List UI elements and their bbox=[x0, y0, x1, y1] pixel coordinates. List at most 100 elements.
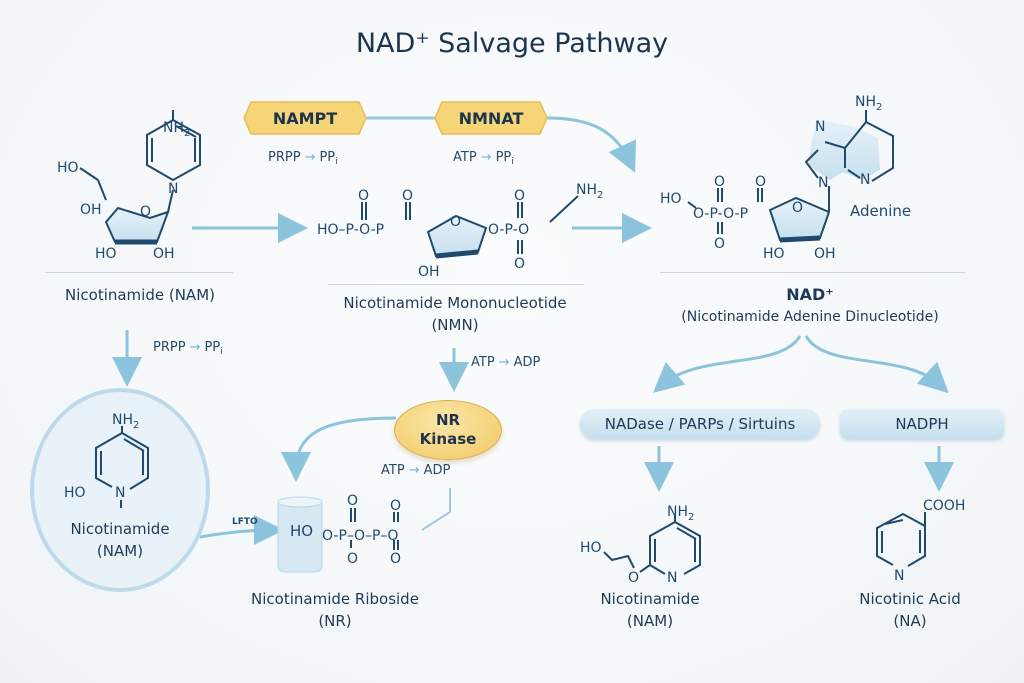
nam-top-label: Nicotinamide (NAM) bbox=[65, 286, 215, 304]
atom-o: O bbox=[390, 551, 401, 567]
nam-bottom-label: Nicotinamide (NAM) bbox=[570, 588, 730, 632]
enzyme-nampt[interactable]: NAMPT bbox=[243, 101, 367, 135]
nad-structure bbox=[687, 110, 894, 243]
atom-n: N bbox=[818, 175, 828, 191]
reactant: ATP bbox=[453, 150, 477, 165]
nad-chain: O-P-O-P bbox=[693, 206, 748, 222]
pill-label: NADase / PARPs / Sirtuins bbox=[604, 415, 796, 433]
atom-cooh: COOH bbox=[923, 498, 965, 514]
nadph-box[interactable]: NADPH bbox=[840, 409, 1004, 439]
atom-ho: HO bbox=[57, 160, 79, 176]
nr-chain: O-P–O–P–O bbox=[322, 528, 398, 544]
nam-top-nh2: NH2 bbox=[163, 120, 190, 139]
atom-ho: HO bbox=[64, 485, 86, 501]
product: PP bbox=[204, 340, 221, 355]
nr-abbrev: (NR) bbox=[318, 612, 352, 630]
atom-o: O bbox=[358, 188, 369, 204]
atom-o: O bbox=[402, 188, 413, 204]
atom-n: N bbox=[115, 485, 125, 501]
nmn-chain-1: HO–P-O-P bbox=[317, 222, 384, 238]
nr-kinase-reaction: ATP→ADP bbox=[381, 463, 450, 478]
atom-n: N bbox=[815, 119, 825, 135]
atom-o: O bbox=[347, 493, 358, 509]
atom-ho: HO bbox=[763, 246, 785, 262]
nr-side-label: LFTO bbox=[232, 517, 258, 527]
subscript: i bbox=[335, 157, 338, 167]
atom-n: N bbox=[168, 181, 178, 197]
nr-cylinder-icon bbox=[277, 496, 323, 573]
nmnat-reaction: ATP→PPi bbox=[453, 150, 514, 167]
nmn-structure bbox=[361, 195, 579, 259]
nam-bubble bbox=[30, 388, 210, 592]
nam-abbrev: (NAM) bbox=[96, 542, 144, 560]
reaction-arrow-icon: → bbox=[189, 340, 201, 355]
divider bbox=[660, 272, 965, 273]
enzyme-nmnat[interactable]: NMNAT bbox=[434, 101, 548, 135]
nmn-kinase-reaction: ATP→ADP bbox=[471, 355, 540, 370]
nam-name: Nicotinamide bbox=[70, 520, 170, 538]
pill-label: NADPH bbox=[895, 415, 949, 433]
nr-label: Nicotinamide Riboside (NR) bbox=[220, 588, 450, 632]
product: ADP bbox=[513, 355, 541, 370]
atom-oh: OH bbox=[418, 264, 440, 280]
nmn-abbrev: (NMN) bbox=[431, 316, 479, 334]
nam-bubble-structure bbox=[95, 426, 149, 508]
na-label: Nicotinic Acid (NA) bbox=[830, 588, 990, 632]
reaction-arrow-icon: → bbox=[408, 463, 420, 478]
hexagon-shape bbox=[434, 101, 548, 135]
arrow-bubble-to-nr bbox=[199, 515, 284, 546]
adenine-label: Adenine bbox=[850, 202, 911, 220]
atom-o: O bbox=[514, 188, 525, 204]
nampt-reaction: PRPP→PPi bbox=[268, 150, 338, 167]
atom-o: O bbox=[140, 204, 151, 220]
nmn-chain-2: O-P-O bbox=[488, 222, 529, 238]
atom-ho: HO bbox=[660, 191, 682, 207]
arrow-nad-to-nadph bbox=[804, 335, 949, 394]
atom-ho: HO bbox=[580, 540, 602, 556]
reactant: ATP bbox=[381, 463, 405, 478]
atom-o: O bbox=[450, 214, 461, 230]
nad-label: NAD⁺ (Nicotinamide Adenine Dinucleotide) bbox=[650, 284, 970, 328]
arrow-kinase-to-nr bbox=[281, 416, 397, 482]
nam-bubble-label: Nicotinamide (NAM) bbox=[40, 518, 200, 562]
nadase-parps-sirtuins-box[interactable]: NADase / PARPs / Sirtuins bbox=[580, 409, 820, 439]
na-name: Nicotinic Acid bbox=[859, 590, 961, 608]
nam-bottom-nh2: NH2 bbox=[667, 504, 694, 523]
nad-nh2: NH2 bbox=[855, 94, 882, 113]
atom-ho: HO bbox=[290, 522, 313, 540]
atom-n: N bbox=[860, 172, 870, 188]
enzyme-nr-kinase[interactable]: NR Kinase bbox=[394, 400, 502, 460]
atom-ho: HO bbox=[95, 246, 117, 262]
product: PP bbox=[319, 150, 336, 165]
nam-abbrev: (NAM) bbox=[626, 612, 674, 630]
kinase-to-nr-line bbox=[421, 488, 451, 531]
atom-o: O bbox=[514, 256, 525, 272]
atom-o: O bbox=[755, 174, 766, 190]
nmn-label: Nicotinamide Mononucleotide (NMN) bbox=[300, 292, 610, 336]
product: ADP bbox=[423, 463, 451, 478]
nad-name: NAD⁺ bbox=[786, 285, 834, 304]
nad-fullname: (Nicotinamide Adenine Dinucleotide) bbox=[681, 309, 939, 325]
diagram-title: NAD⁺ Salvage Pathway bbox=[355, 28, 669, 59]
reaction-arrow-icon: → bbox=[480, 150, 492, 165]
atom-oh: OH bbox=[80, 202, 102, 218]
subscript: i bbox=[220, 347, 223, 357]
reactant: PRPP bbox=[268, 150, 301, 165]
divider bbox=[328, 284, 584, 285]
enzyme-label: NMNAT bbox=[458, 108, 524, 128]
atom-o: O bbox=[347, 551, 358, 567]
divider bbox=[45, 272, 233, 273]
atom-oh: OH bbox=[814, 246, 836, 262]
atom-oh: OH bbox=[153, 246, 175, 262]
enzyme-label: Kinase bbox=[419, 430, 477, 448]
atom-o: O bbox=[714, 236, 725, 252]
reactant: ATP bbox=[471, 355, 495, 370]
reaction-arrow-icon: → bbox=[498, 355, 510, 370]
product: PP bbox=[495, 150, 512, 165]
subscript: i bbox=[511, 157, 514, 167]
atom-o: O bbox=[628, 570, 639, 586]
atom-n: N bbox=[894, 568, 904, 584]
atom-o: O bbox=[390, 498, 401, 514]
atom-n: N bbox=[667, 570, 677, 586]
